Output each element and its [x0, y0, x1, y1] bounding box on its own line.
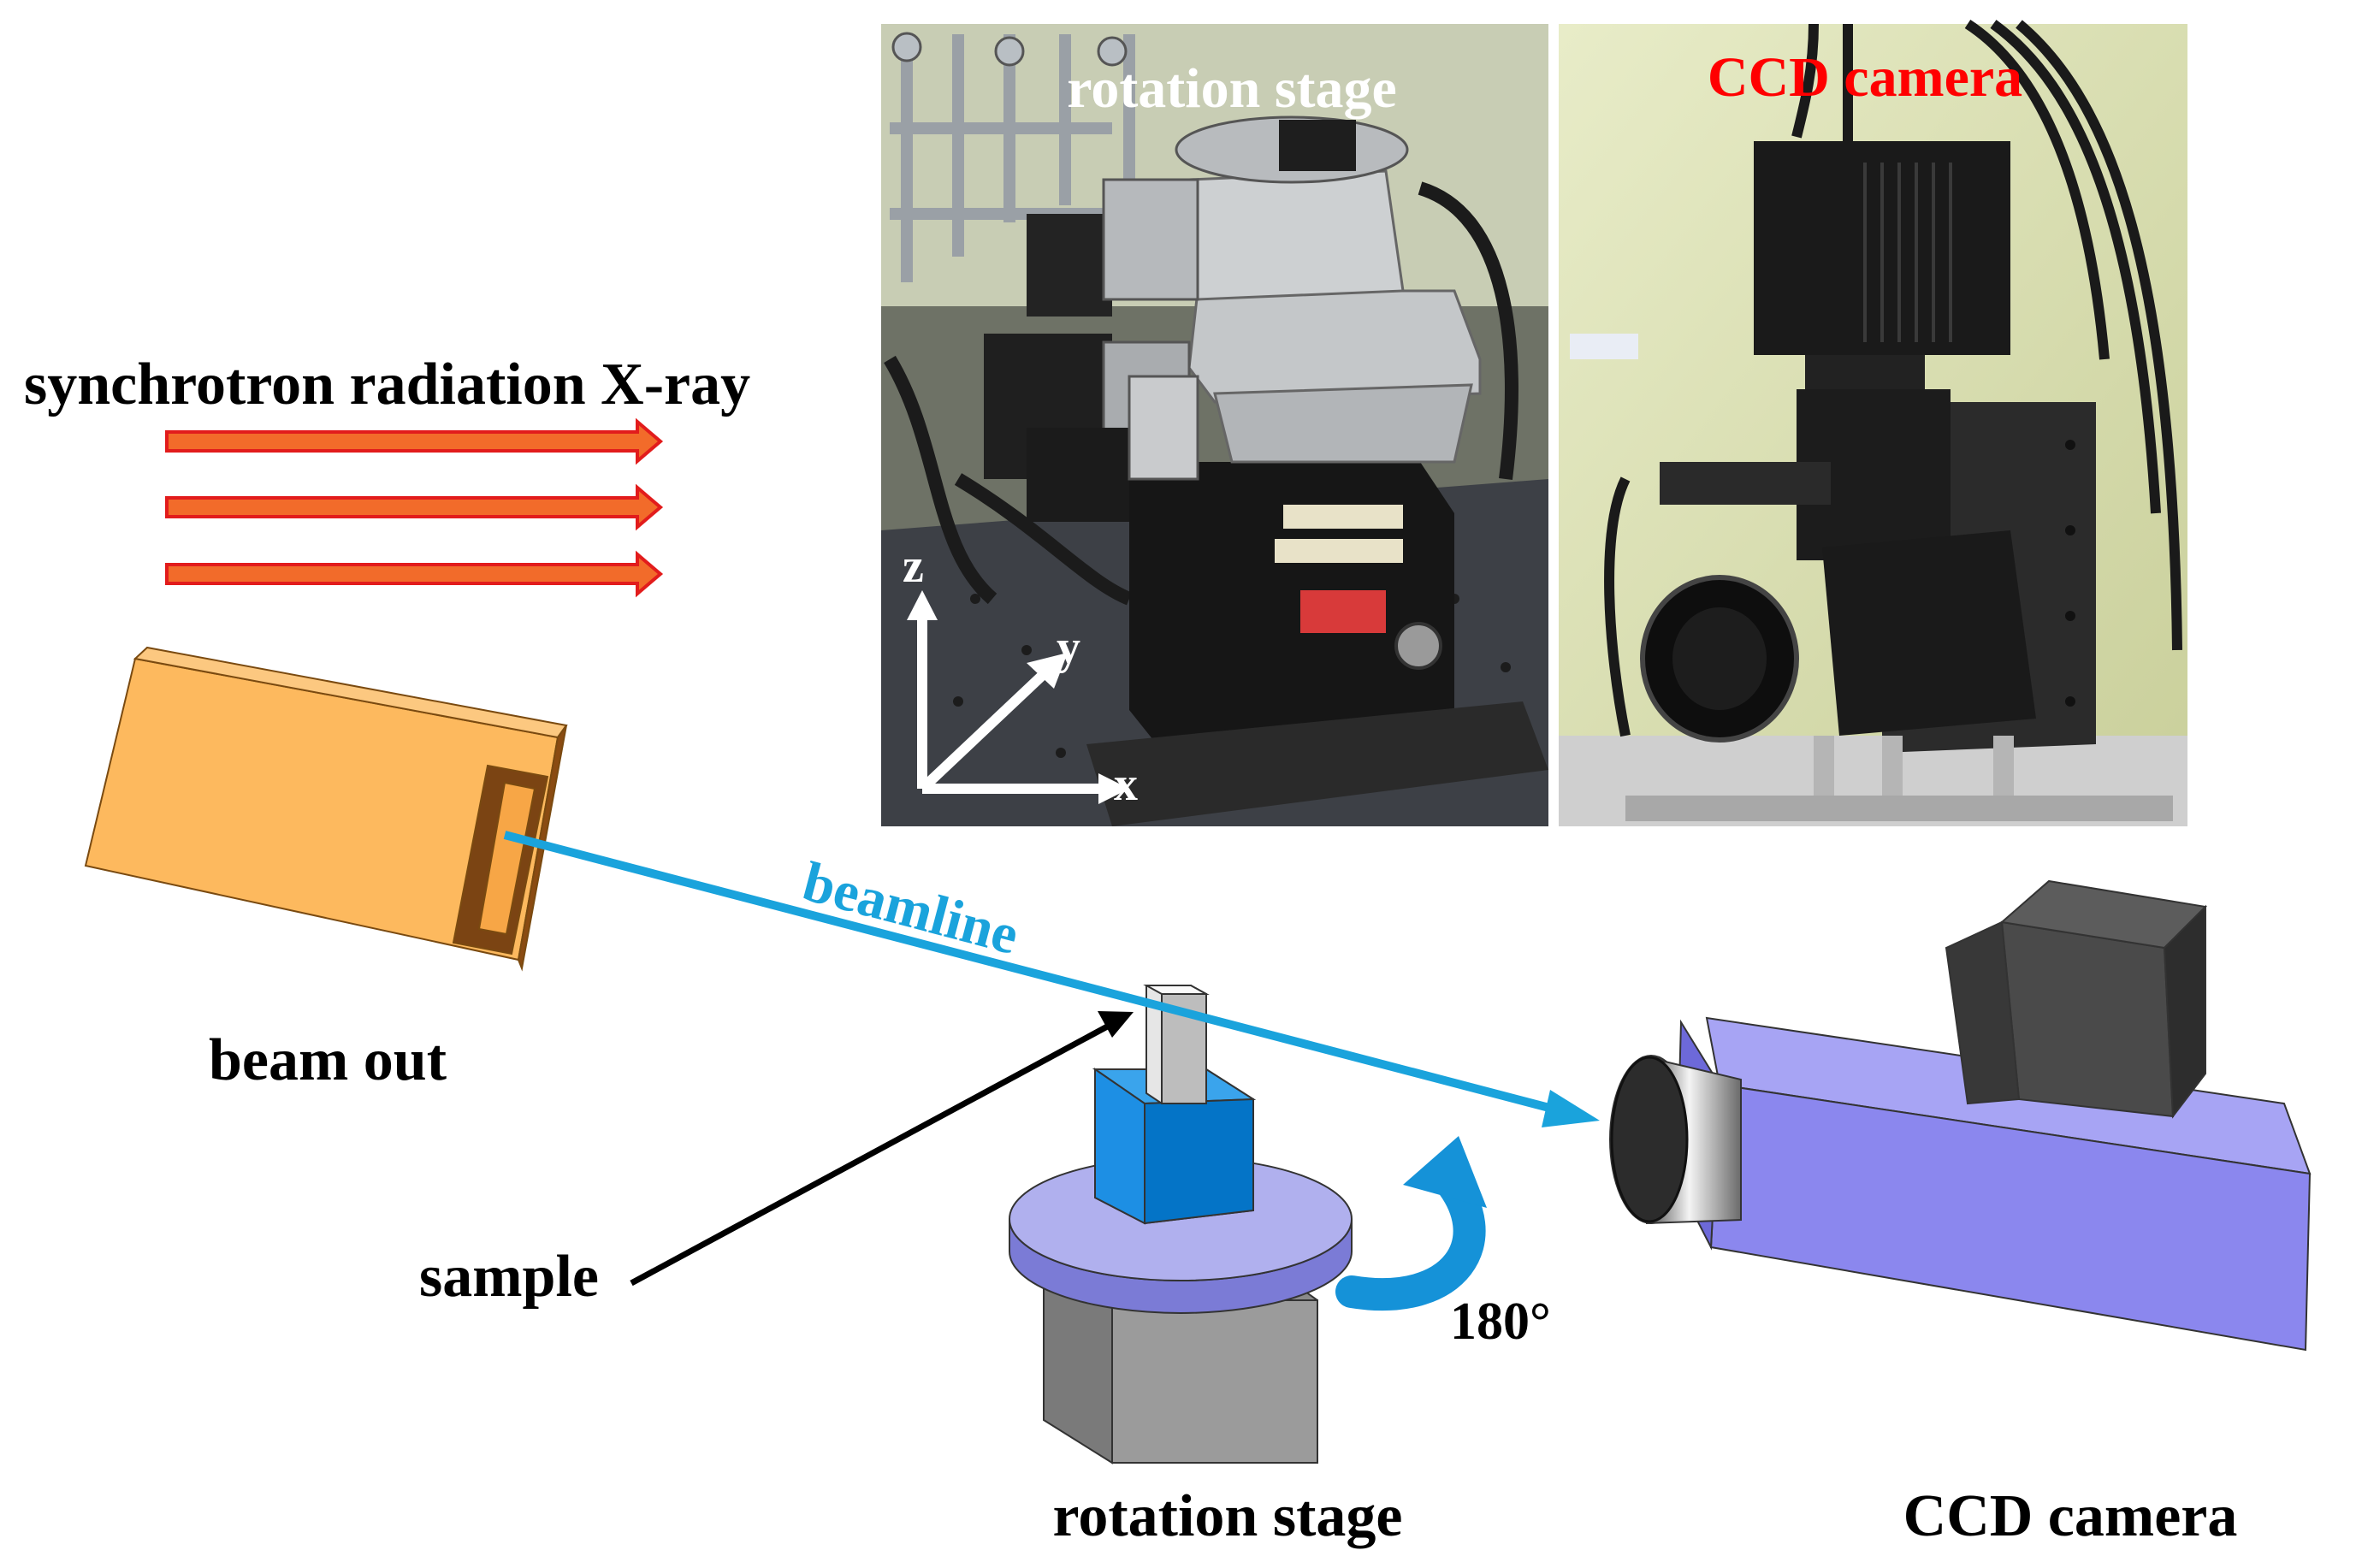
ccd-camera-photo — [1559, 19, 2187, 826]
xray-arrow-2 — [165, 483, 664, 531]
beamline-arrow — [503, 831, 1600, 1127]
xray-label: synchrotron radiation X-ray — [24, 352, 750, 417]
xray-arrow-3 — [165, 550, 664, 598]
beam-out-label: beam out — [209, 1027, 447, 1093]
rotation-stage-photo — [881, 24, 1548, 826]
xray-arrows — [165, 417, 664, 598]
beamline-label: beamline — [796, 850, 1025, 967]
axis-label-x: x — [1114, 758, 1138, 811]
photo-title-ccd-camera: CCD camera — [1708, 46, 2022, 109]
rotation-arrow — [1335, 1136, 1487, 1311]
ccd-camera-label: CCD camera — [1903, 1483, 2238, 1549]
rotation-angle-label: 180° — [1450, 1293, 1551, 1351]
beam-out-box — [84, 646, 568, 972]
axis-triad: z y x — [903, 540, 1138, 811]
sample-pointer-arrow — [630, 1011, 1134, 1287]
ccd-camera-model — [1609, 879, 2312, 1352]
photo-title-rotation-stage: rotation stage — [1067, 57, 1397, 120]
rotation-stage-model — [1009, 985, 1353, 1464]
axis-label-z: z — [903, 540, 924, 593]
axis-label-y: y — [1057, 621, 1080, 674]
sample-label: sample — [419, 1244, 599, 1310]
xray-arrow-1 — [165, 417, 664, 465]
rotation-stage-label: rotation stage — [1053, 1483, 1403, 1549]
